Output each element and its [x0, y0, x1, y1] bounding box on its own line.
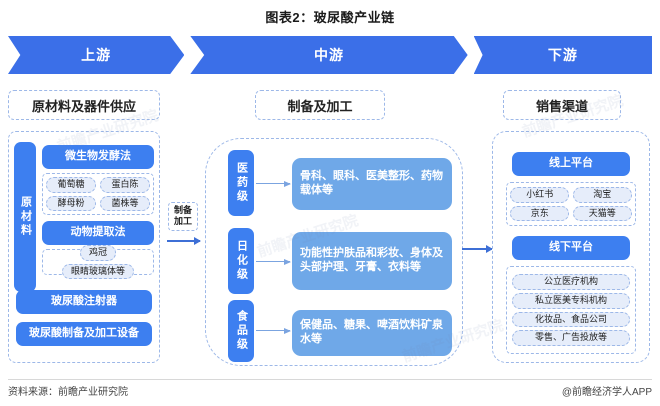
attribution-text: @前瞻经济学人APP	[561, 387, 652, 398]
method-animal-extraction[interactable]: 动物提取法	[42, 221, 154, 245]
upstream-header: 原材料及器件供应	[8, 90, 160, 120]
chip-private-aesthetic[interactable]: 私立医美专科机构	[511, 292, 631, 309]
channel-online-platform[interactable]: 线上平台	[512, 152, 630, 176]
arrow-midstream-to-downstream	[462, 245, 493, 253]
downstream-header: 销售渠道	[503, 90, 621, 120]
arrow-grade-food	[256, 327, 291, 334]
online-platform-group: 小红书 淘宝 京东 天猫等	[506, 182, 636, 226]
chip-jd[interactable]: 京东	[510, 205, 569, 222]
offline-platform-group: 公立医疗机构 私立医美专科机构 化妆品、食品公司 零售、广告投放等	[506, 266, 636, 354]
chip-tmall[interactable]: 天猫等	[573, 205, 632, 222]
arrow-grade-pharma	[256, 180, 291, 187]
chip-xiaohongshu[interactable]: 小红书	[510, 186, 569, 203]
arrow-upstream-to-midstream	[167, 237, 201, 245]
raw-material-vertical-label: 原材料	[14, 142, 36, 292]
chip-glucose[interactable]: 葡萄糖	[46, 176, 96, 193]
chip-taobao[interactable]: 淘宝	[573, 186, 632, 203]
chip-cockscomb[interactable]: 鸡冠	[79, 244, 116, 261]
chip-vitreous-body[interactable]: 眼睛玻璃体等	[61, 263, 134, 280]
method-microbial-fermentation[interactable]: 微生物发酵法	[42, 145, 154, 169]
chip-protein[interactable]: 蛋白陈	[100, 176, 150, 193]
microbial-ingredients-group: 葡萄糖 蛋白陈 酵母粉 菌株等	[42, 173, 154, 215]
grade-pharmaceutical-label[interactable]: 医药级	[228, 150, 254, 216]
grade-food-description: 保健品、糖果、啤酒饮料矿泉水等	[292, 310, 452, 356]
grade-daily-chemical-label[interactable]: 日化级	[228, 228, 254, 294]
chip-retail-advertising[interactable]: 零售、广告投放等	[511, 330, 631, 347]
source-text: 资料来源：前瞻产业研究院	[8, 387, 128, 398]
page-title: 图表2：玻尿酸产业链	[265, 10, 395, 25]
chip-cosmetics-food-company[interactable]: 化妆品、食品公司	[511, 311, 631, 328]
footer-divider	[8, 379, 652, 380]
chip-yeast-powder[interactable]: 酵母粉	[46, 195, 96, 212]
chip-public-medical[interactable]: 公立医疗机构	[511, 273, 631, 290]
midstream-header: 制备及加工	[255, 90, 385, 120]
connector-line-2: 加工	[173, 216, 192, 227]
arrow-grade-daily	[256, 258, 291, 265]
grade-food-label[interactable]: 食品级	[228, 300, 254, 362]
grade-pharmaceutical-description: 骨科、眼科、医美整形、药物载体等	[292, 158, 452, 210]
animal-ingredients-group: 鸡冠 眼睛玻璃体等	[42, 244, 154, 280]
device-injector[interactable]: 玻尿酸注射器	[16, 290, 152, 314]
stage-downstream[interactable]: 下游	[473, 36, 652, 74]
connector-label: 制备 加工	[168, 202, 198, 231]
grade-daily-chemical-description: 功能性护肤品和彩妆、身体及头部护理、牙膏、衣料等	[292, 232, 452, 290]
stage-upstream[interactable]: 上游	[8, 36, 185, 74]
connector-line-1: 制备	[173, 205, 192, 215]
channel-offline-platform[interactable]: 线下平台	[512, 236, 630, 260]
device-processing-equipment[interactable]: 玻尿酸制备及加工设备	[16, 322, 152, 346]
stage-midstream[interactable]: 中游	[190, 36, 468, 74]
stage-banner: 上游 中游 下游	[8, 36, 652, 74]
chip-strains[interactable]: 菌株等	[100, 195, 150, 212]
